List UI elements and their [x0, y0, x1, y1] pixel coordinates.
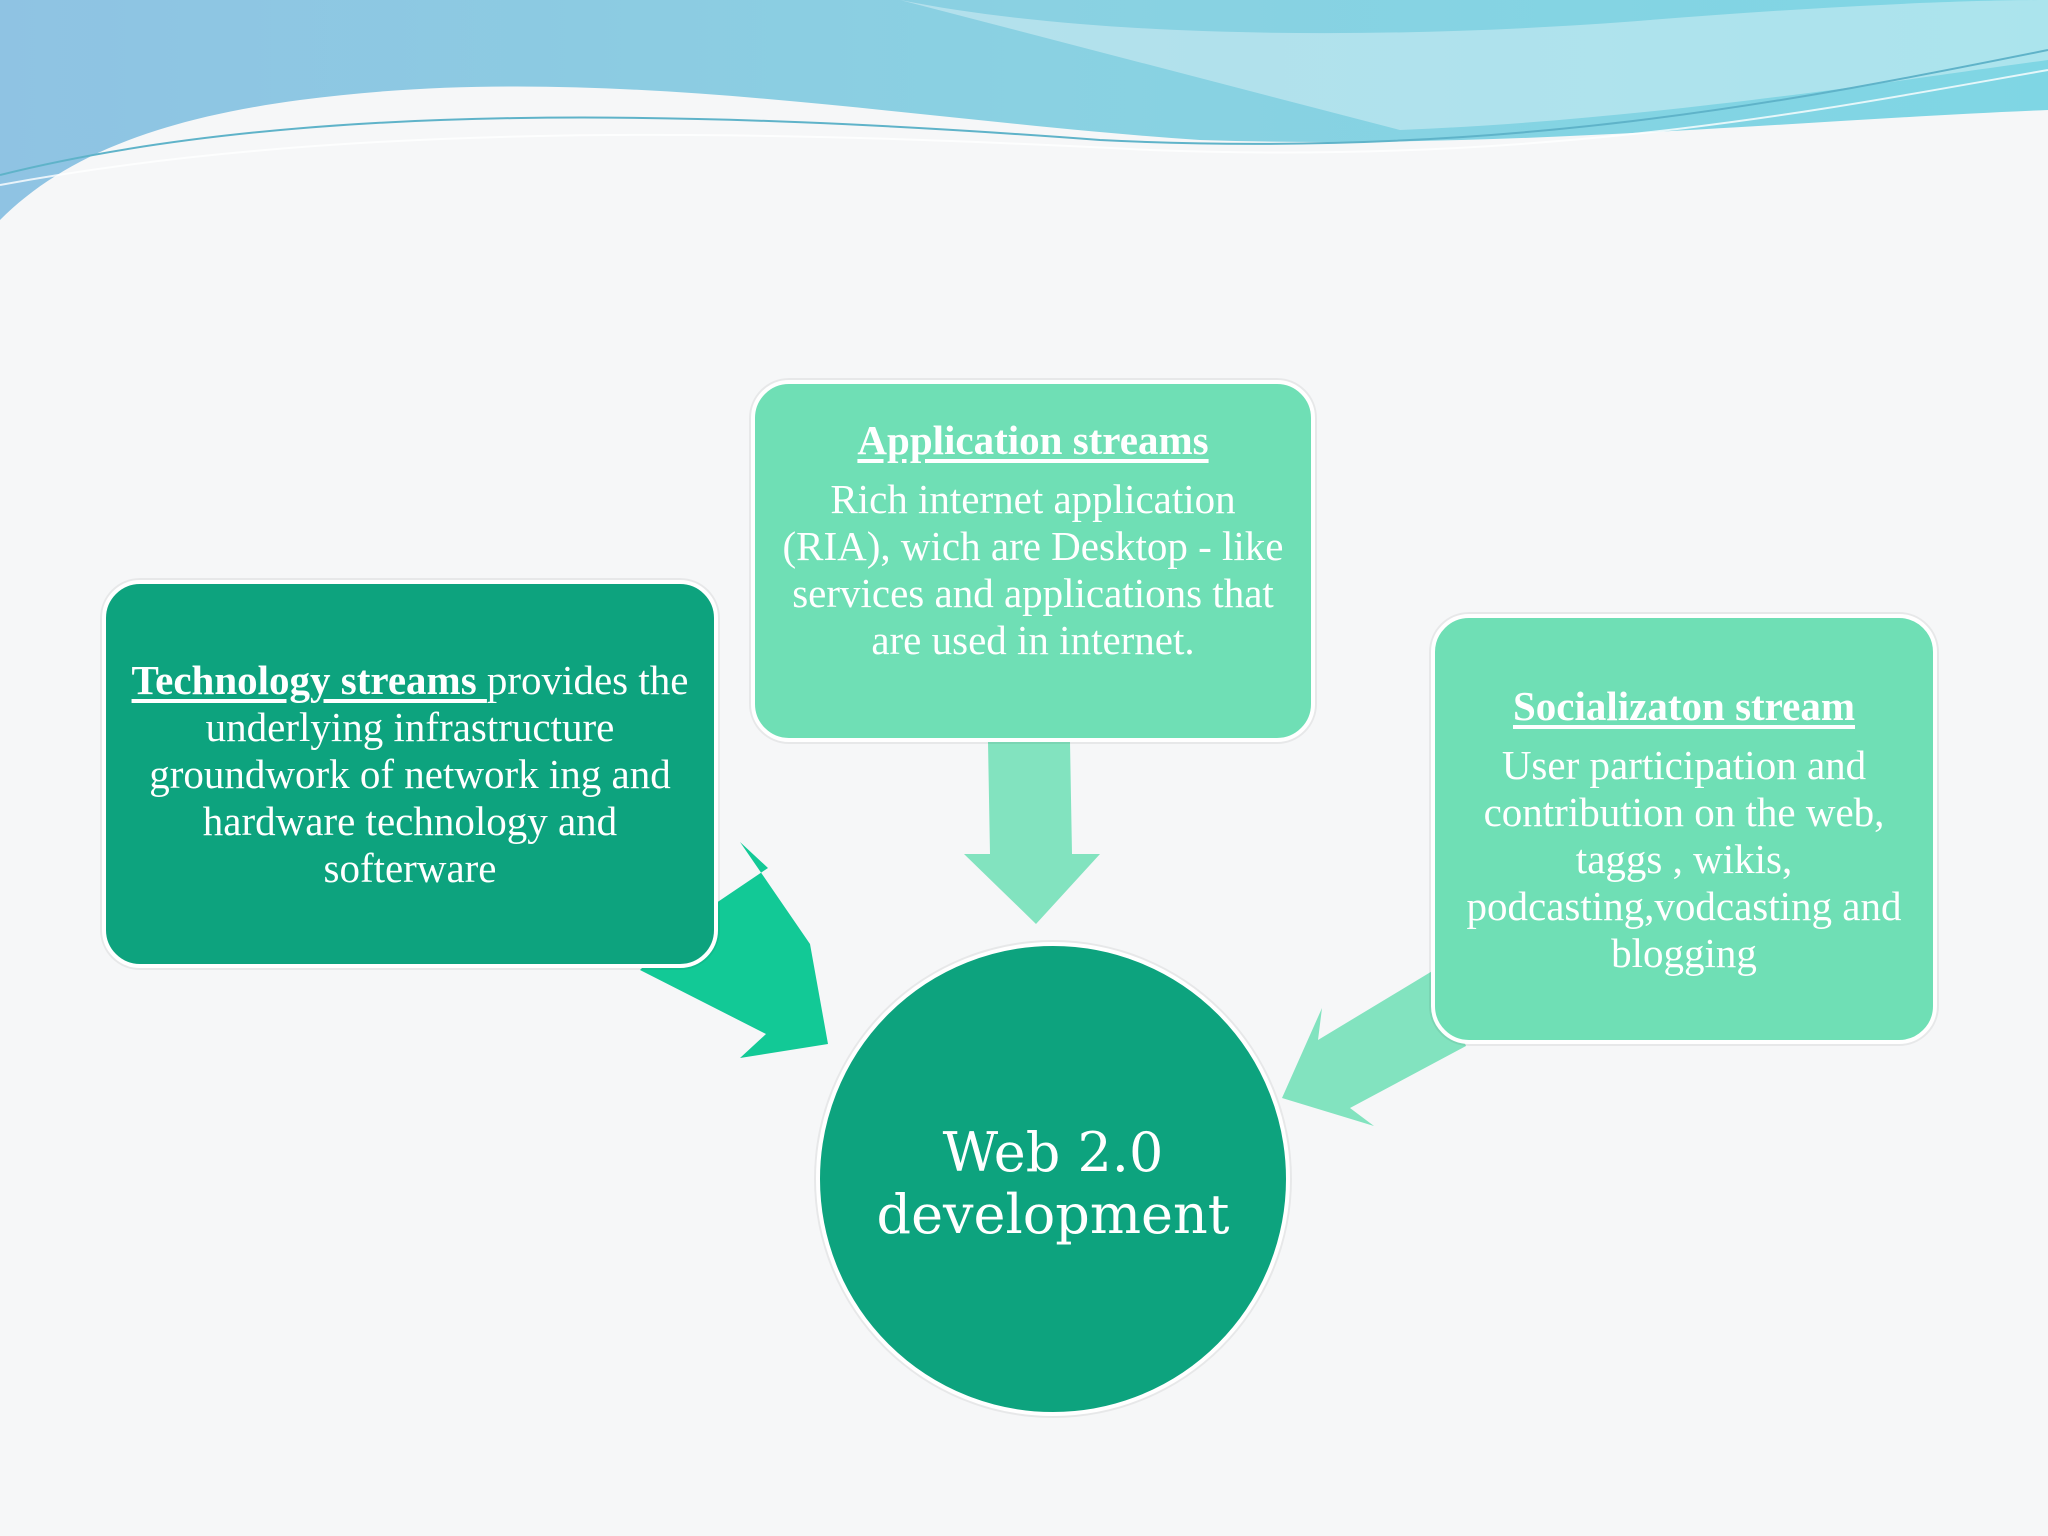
socialization-stream-box: Socializaton stream User participation a… [1431, 614, 1937, 1044]
technology-streams-text: provides the underlying infrastructure g… [149, 656, 689, 891]
arrow-application-to-center [964, 742, 1100, 924]
web-2-0-development-circle: Web 2.0 development [816, 942, 1290, 1416]
application-streams-text: Rich internet application (RIA), wich ar… [782, 476, 1284, 663]
header-wave-decoration [0, 0, 2048, 220]
arrow-socialization-to-center [1282, 970, 1466, 1126]
center-label: Web 2.0 development [876, 1121, 1230, 1246]
application-streams-box: Application streams Rich internet applic… [751, 380, 1315, 742]
technology-streams-content: Technology streams provides the underlyi… [126, 657, 694, 892]
arrow-technology-to-center [640, 842, 828, 1058]
socialization-stream-text: User participation and contribution on t… [1466, 741, 1902, 976]
technology-streams-box: Technology streams provides the underlyi… [102, 580, 718, 968]
socialization-stream-title: Socializaton stream [1513, 682, 1855, 729]
technology-streams-title: Technology streams [131, 656, 487, 703]
application-streams-title: Application streams [857, 417, 1209, 463]
